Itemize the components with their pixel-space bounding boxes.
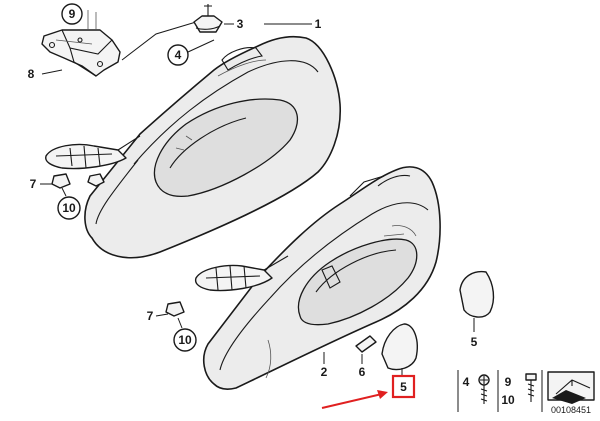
bolt-icon: [525, 373, 537, 402]
highlight-box: [391, 374, 416, 399]
callout-8: 8: [28, 67, 35, 81]
legend-9-label: 9: [505, 375, 512, 389]
leader-line-bracket: [121, 21, 197, 61]
callout-7-top: 7: [30, 177, 52, 191]
clip-part-3: [193, 4, 234, 33]
callout-7-top-label: 7: [30, 177, 37, 191]
mounting-bracket-part-8: [41, 10, 121, 77]
callout-5-highlighted: 5: [391, 374, 416, 399]
sun-visor-lower-part-2: [202, 166, 441, 390]
cover-part-5-lower: [381, 323, 418, 376]
legend-4-label: 4: [463, 375, 470, 389]
cap-part-6: 6: [355, 335, 377, 379]
red-arrow-head: [377, 390, 388, 399]
callout-4-label: 4: [175, 48, 182, 62]
callout-4-circle: 4: [167, 39, 215, 66]
cover-part-5-right: 5: [459, 270, 495, 349]
callout-9-label: 9: [69, 7, 76, 21]
sun-visor-upper-part-1: [84, 35, 341, 259]
callout-5-right-label: 5: [471, 335, 478, 349]
callout-3: 3: [237, 17, 244, 31]
callout-7-bottom: 7: [147, 309, 169, 323]
legend-10-label: 10: [501, 393, 515, 407]
callout-3-label: 3: [237, 17, 244, 31]
callout-2-label: 2: [321, 365, 328, 379]
callout-7-bottom-label: 7: [147, 309, 154, 323]
screw-icon: [478, 374, 490, 404]
pivot-bracket-lower: [165, 255, 289, 317]
stamp-icon: [547, 371, 595, 404]
callout-9-circle: 9: [61, 3, 83, 25]
callout-6-label: 6: [359, 365, 366, 379]
callout-2: 2: [321, 352, 328, 379]
diagram-number: 00108451: [551, 405, 591, 415]
callout-8-label: 8: [28, 67, 35, 81]
legend-screws: 4 9 10 00108451: [457, 370, 595, 415]
red-arrow: [321, 390, 388, 409]
red-arrow-shaft: [321, 393, 383, 409]
callout-10-top-label: 10: [62, 201, 76, 215]
callout-5-boxed-label: 5: [400, 380, 407, 394]
pivot-bracket-upper: [45, 135, 141, 189]
callout-10-bottom-label: 10: [178, 333, 192, 347]
callout-10-top-circle: 10: [57, 187, 81, 220]
callout-1: 1: [264, 17, 322, 31]
callout-1-label: 1: [315, 17, 322, 31]
callout-10-bottom-circle: 10: [173, 317, 197, 352]
